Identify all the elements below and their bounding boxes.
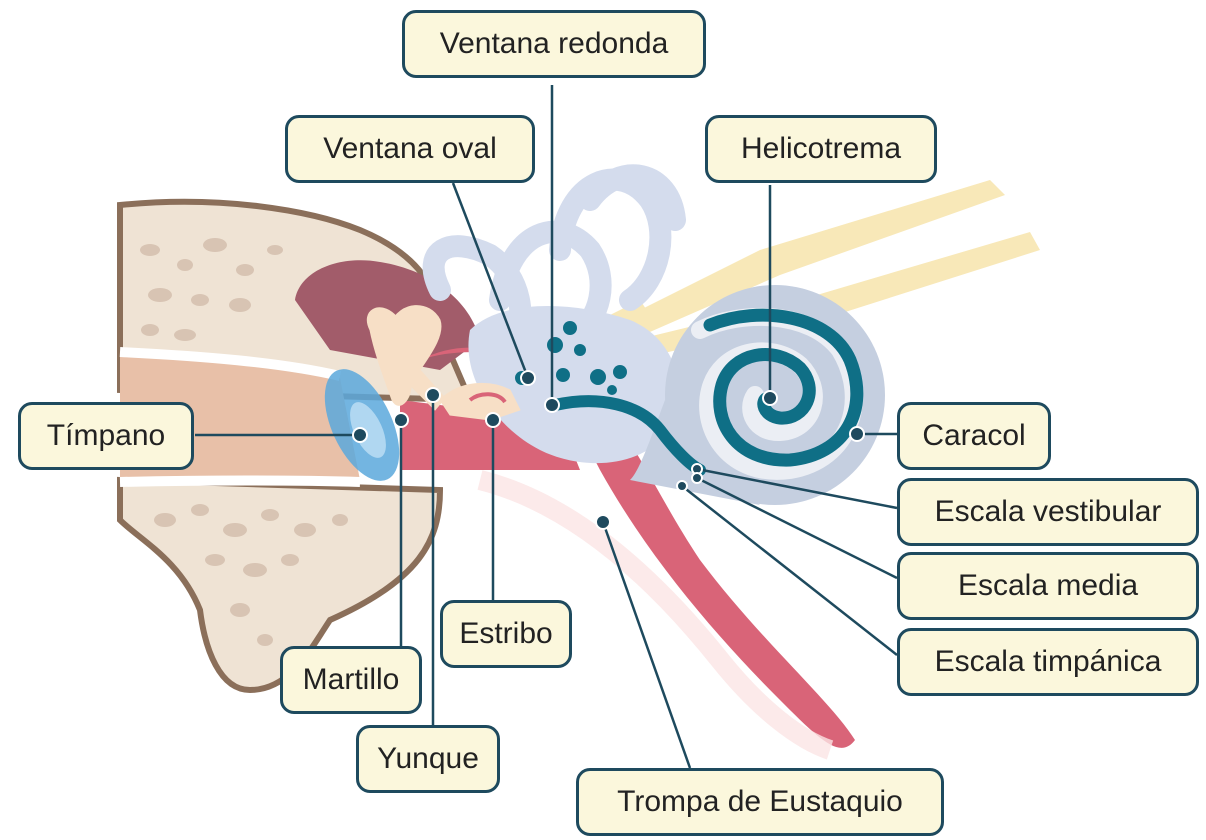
label-trompa-eustaquio: Trompa de Eustaquio [576, 768, 944, 836]
label-martillo: Martillo [280, 646, 422, 714]
label-escala-vestibular: Escala vestibular [897, 478, 1199, 546]
dot-caracol [850, 427, 864, 441]
dot-martillo [394, 413, 408, 427]
dot-estribo [486, 413, 500, 427]
dot-yunque [426, 388, 440, 402]
dot-trompa [596, 515, 610, 529]
label-yunque: Yunque [356, 725, 500, 793]
dot-ventana-redonda [545, 398, 559, 412]
label-helicotrema: Helicotrema [705, 115, 937, 183]
label-escala-media: Escala media [897, 552, 1199, 620]
dot-timpano [353, 428, 367, 442]
dot-escala-media [692, 473, 702, 483]
dot-ventana-oval [521, 371, 535, 385]
label-ventana-oval: Ventana oval [285, 115, 535, 183]
dot-escala-timpanica [677, 481, 687, 491]
label-estribo: Estribo [440, 600, 572, 668]
label-escala-timpanica: Escala timpánica [897, 628, 1199, 696]
label-caracol: Caracol [897, 402, 1051, 470]
label-ventana-redonda: Ventana redonda [402, 10, 706, 78]
dot-helicotrema [763, 391, 777, 405]
label-timpano: Tímpano [18, 402, 194, 470]
